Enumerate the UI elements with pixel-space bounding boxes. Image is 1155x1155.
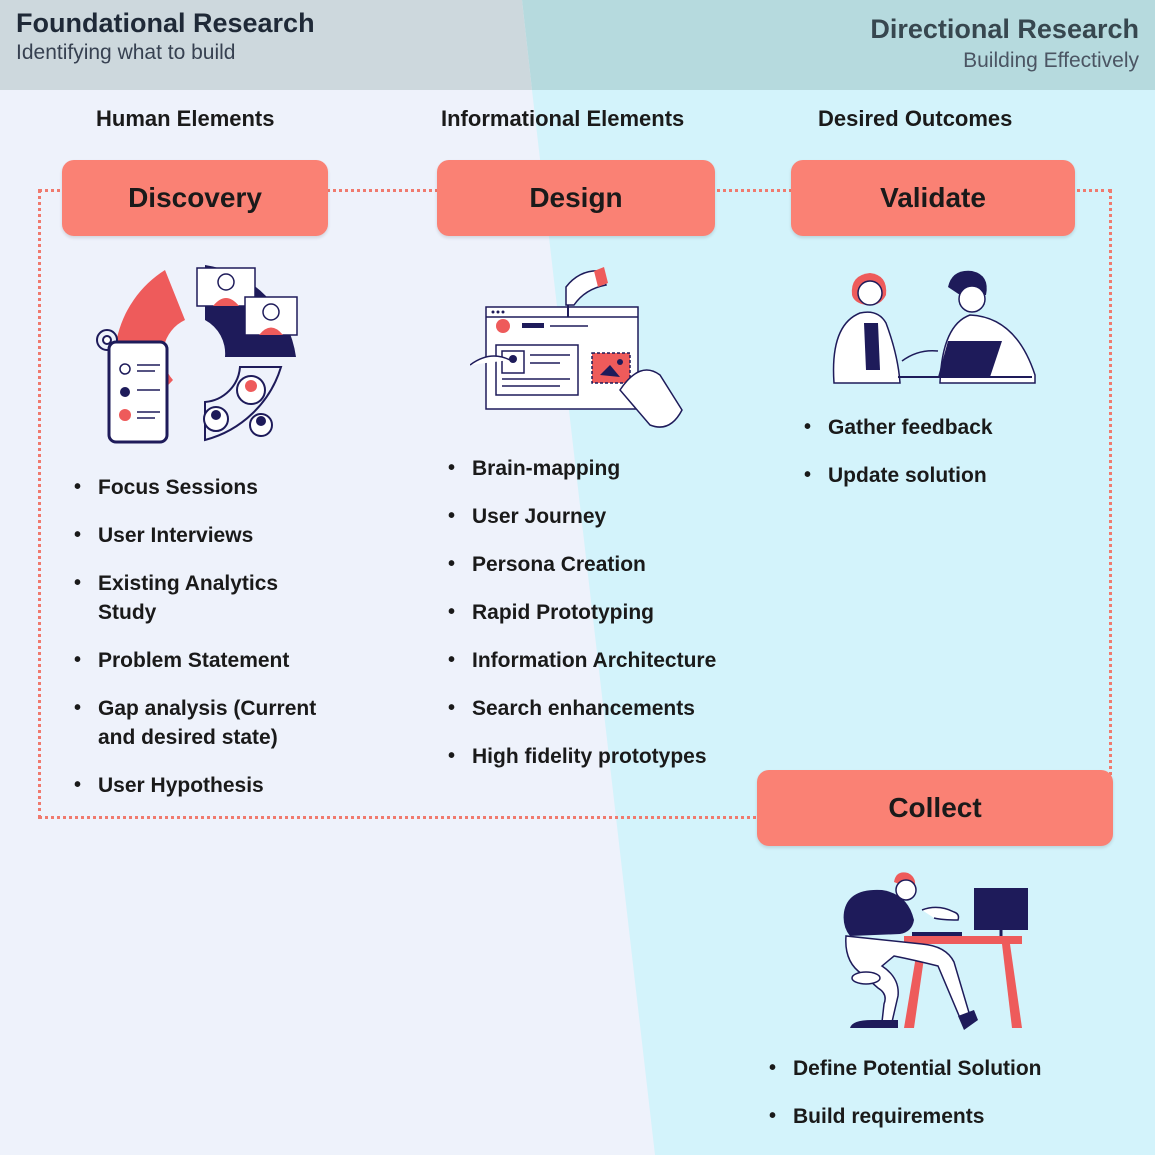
list-item: User Hypothesis bbox=[72, 771, 332, 800]
list-item: Search enhancements bbox=[446, 694, 746, 723]
list-item: Focus Sessions bbox=[72, 473, 332, 502]
column-heading-human: Human Elements bbox=[96, 106, 275, 131]
directional-header: Directional Research Building Effectivel… bbox=[870, 14, 1139, 73]
right-header-band bbox=[522, 0, 1155, 90]
list-item: Persona Creation bbox=[446, 550, 746, 579]
discovery-list: Focus Sessions User Interviews Existing … bbox=[72, 473, 332, 819]
collect-list: Define Potential Solution Build requirem… bbox=[767, 1054, 1097, 1150]
list-item: Update solution bbox=[802, 461, 1082, 490]
list-item: User Journey bbox=[446, 502, 746, 531]
foundational-subtitle: Identifying what to build bbox=[16, 41, 236, 64]
list-item: User Interviews bbox=[72, 521, 332, 550]
column-heading-outcomes: Desired Outcomes bbox=[818, 106, 1013, 131]
list-item: Gap analysis (Current and desired state) bbox=[72, 694, 332, 752]
design-pill: Design bbox=[437, 160, 715, 236]
list-item: Rapid Prototyping bbox=[446, 598, 746, 627]
design-list: Brain-mapping User Journey Persona Creat… bbox=[446, 454, 746, 790]
list-item: Define Potential Solution bbox=[767, 1054, 1097, 1083]
foundational-header: Foundational Research Identifying what t… bbox=[16, 8, 315, 65]
column-heading-informational: Informational Elements bbox=[441, 106, 685, 131]
team-review-illustration bbox=[832, 270, 1036, 384]
validate-list: Gather feedback Update solution bbox=[802, 413, 1082, 509]
collect-pill: Collect bbox=[757, 770, 1113, 846]
list-item: Build requirements bbox=[767, 1102, 1097, 1131]
person-at-desk-illustration bbox=[843, 872, 1028, 1030]
list-item: High fidelity prototypes bbox=[446, 742, 746, 771]
design-wireframe-illustration bbox=[470, 267, 683, 428]
list-item: Gather feedback bbox=[802, 413, 1082, 442]
research-dashboard-illustration bbox=[96, 265, 298, 444]
list-item: Information Architecture bbox=[446, 646, 746, 675]
discovery-pill: Discovery bbox=[62, 160, 328, 236]
directional-title: Directional Research bbox=[870, 14, 1139, 44]
validate-pill: Validate bbox=[791, 160, 1075, 236]
list-item: Brain-mapping bbox=[446, 454, 746, 483]
foundational-title: Foundational Research bbox=[16, 8, 315, 38]
left-header-band bbox=[0, 0, 532, 90]
list-item: Existing Analytics Study bbox=[72, 569, 332, 627]
list-item: Problem Statement bbox=[72, 646, 332, 675]
directional-subtitle: Building Effectively bbox=[963, 49, 1139, 72]
